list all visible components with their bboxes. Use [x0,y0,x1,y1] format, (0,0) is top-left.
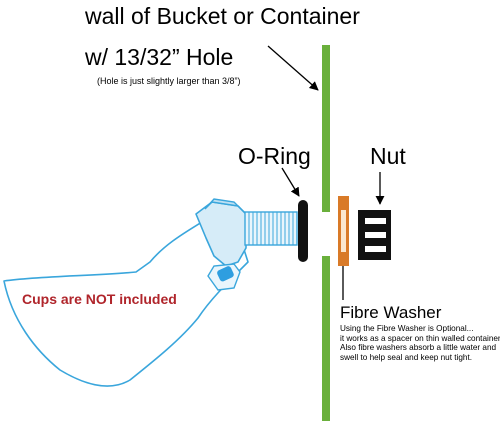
title-line-1: wall of Bucket or Container [85,3,360,29]
fibre-washer-note-line: Also fibre washers absorb a little water… [340,343,497,353]
wall-pointer-arrow [267,45,319,91]
container-wall-upper [322,45,330,212]
cups-not-included-label: Cups are NOT included [22,291,177,307]
fibre-washer-note-line: swell to help seal and keep nut tight. [340,352,472,362]
fibre-washer-note-line: Using the Fibre Washer is Optional... [340,324,474,333]
nut-body [358,210,365,260]
oring-label: O-Ring [238,143,311,169]
container-wall-lower [322,256,330,421]
fibre-washer-note: Using the Fibre Washer is Optional... it… [340,324,500,362]
threaded-stem [244,211,298,246]
nut-teeth [362,210,391,260]
fibre-washer-inner [341,210,346,252]
o-ring [298,200,308,262]
title-line-2: w/ 13/32” Hole [85,44,234,70]
oring-pointer-arrow [281,167,300,197]
fitting-body [195,201,247,267]
fibre-washer-label: Fibre Washer [340,303,442,322]
fitting-cap [204,198,241,210]
hole-size-note: (Hole is just slightly larger than 3/8”) [97,76,241,86]
nut-label: Nut [370,143,406,169]
valve-button [217,266,234,282]
thread-lines [248,212,294,245]
fibre-washer-note-line: it works as a spacer on thin walled cont… [340,333,500,343]
